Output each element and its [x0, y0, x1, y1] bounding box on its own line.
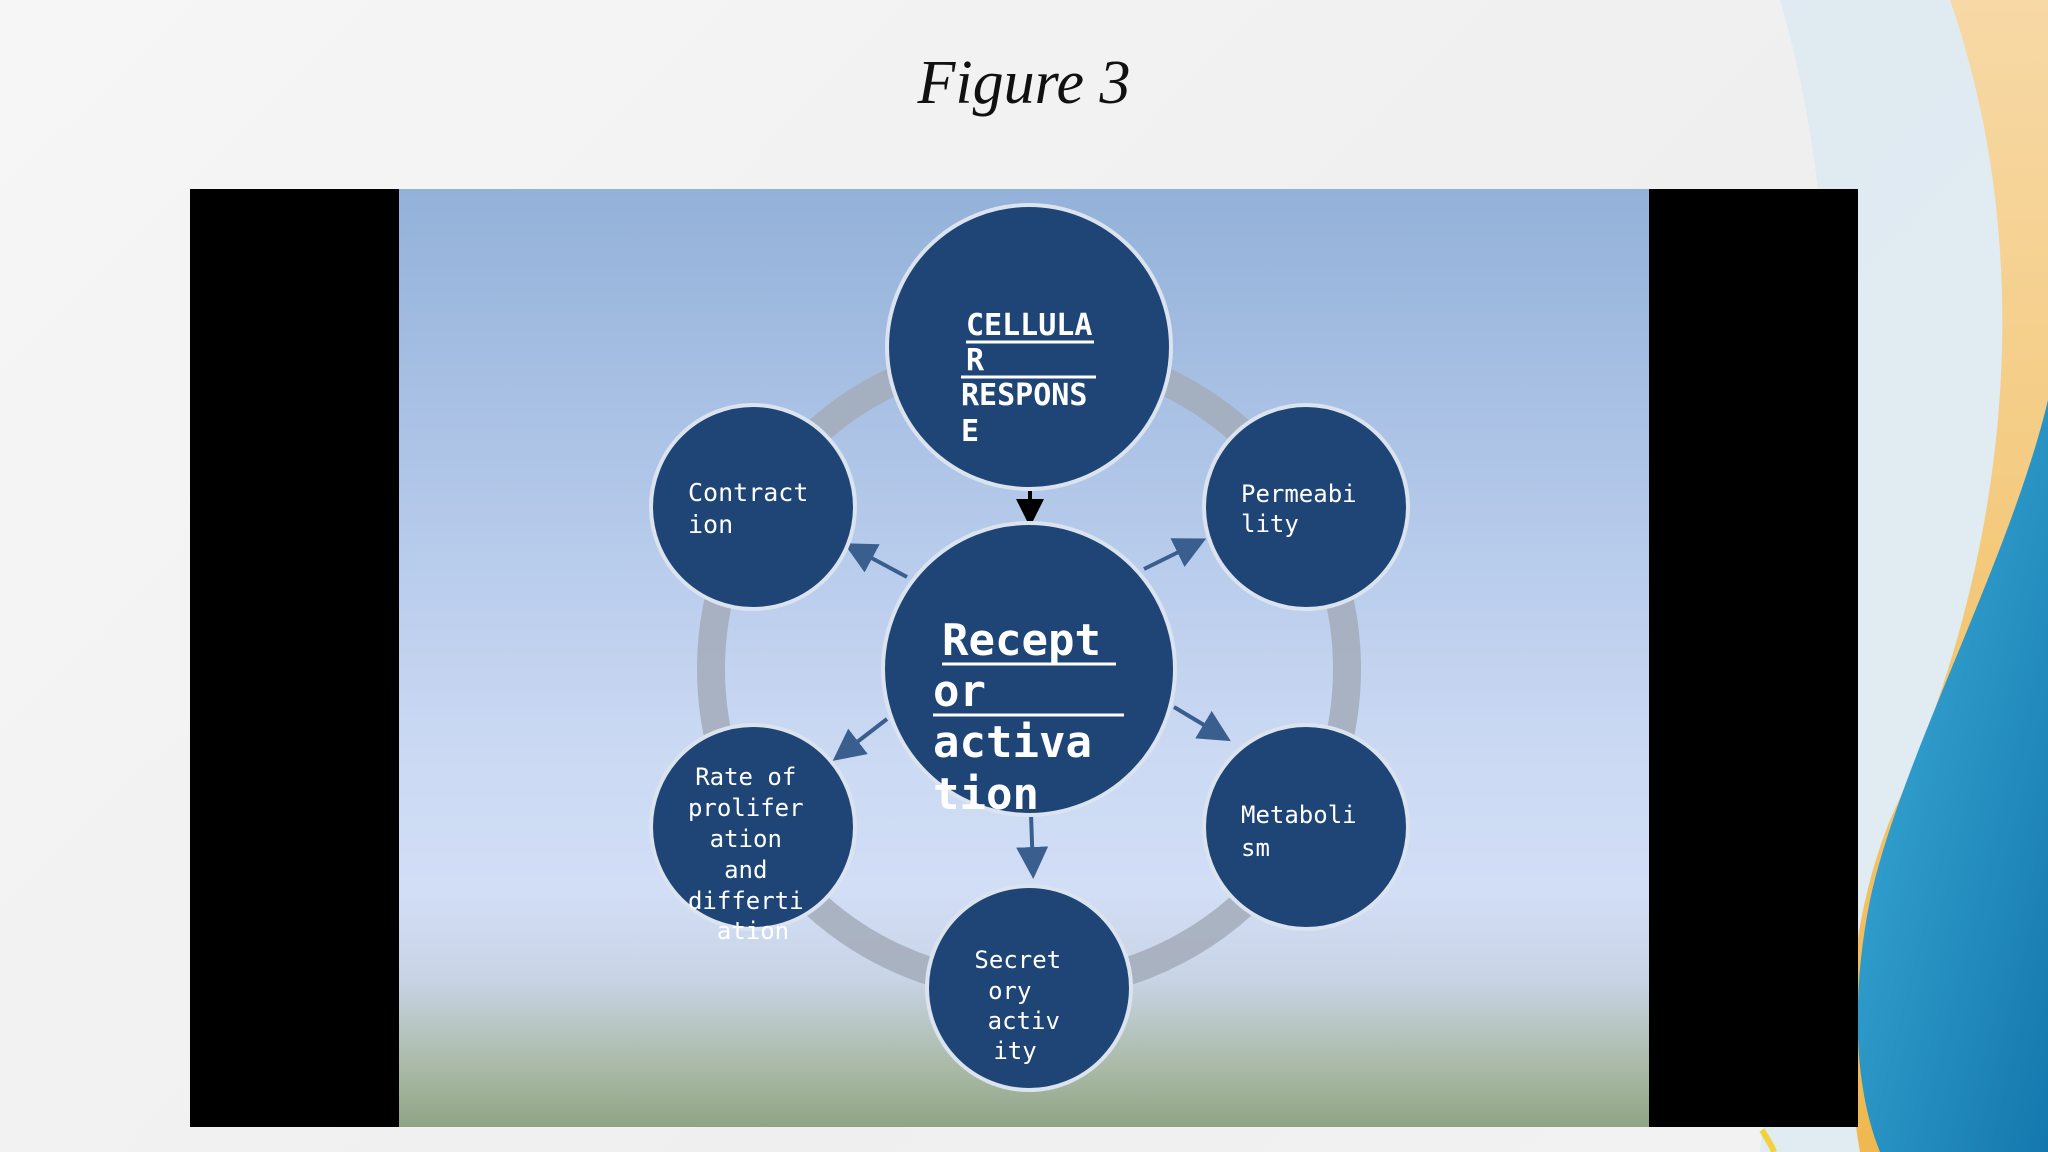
proliferation-node: Rate of prolifer ation and differti atio…: [649, 723, 857, 945]
arrow-to-permeability: [1143, 538, 1207, 571]
video-frame[interactable]: CELLULA R RESPONS E Recept or activa tio…: [190, 189, 1858, 1127]
metabolism-node: Metaboli sm: [1202, 723, 1410, 931]
arrow-to-secretory: [1016, 813, 1049, 879]
permeability-node: Permeabi lity: [1202, 403, 1410, 611]
receptor-activation-node: Recept or activa tion: [881, 521, 1177, 820]
arrow-to-contraction: [843, 543, 908, 579]
contraction-label: Contract ion: [688, 478, 823, 539]
video-content: CELLULA R RESPONS E Recept or activa tio…: [399, 189, 1649, 1127]
secretory-activity-node: Secret ory activ ity: [925, 884, 1133, 1092]
receptor-activation-label: Recept or activa tion: [933, 615, 1127, 820]
arrow-to-proliferation: [832, 717, 889, 761]
cellular-response-diagram: CELLULA R RESPONS E Recept or activa tio…: [649, 203, 1410, 1092]
secretory-activity-label: Secret ory activ ity: [974, 946, 1075, 1065]
arrow-to-metabolism: [1172, 705, 1231, 742]
cellular-response-node: CELLULA R RESPONS E: [885, 203, 1173, 491]
cellular-response-label: CELLULA R RESPONS E: [961, 308, 1111, 449]
metabolism-label: Metaboli sm: [1241, 801, 1371, 862]
proliferation-label: Rate of prolifer ation and differti atio…: [688, 763, 818, 945]
figure-title: Figure 3: [917, 49, 1131, 117]
permeability-label: Permeabi lity: [1241, 480, 1371, 538]
contraction-node: Contract ion: [649, 403, 857, 611]
arrows: [832, 491, 1231, 879]
